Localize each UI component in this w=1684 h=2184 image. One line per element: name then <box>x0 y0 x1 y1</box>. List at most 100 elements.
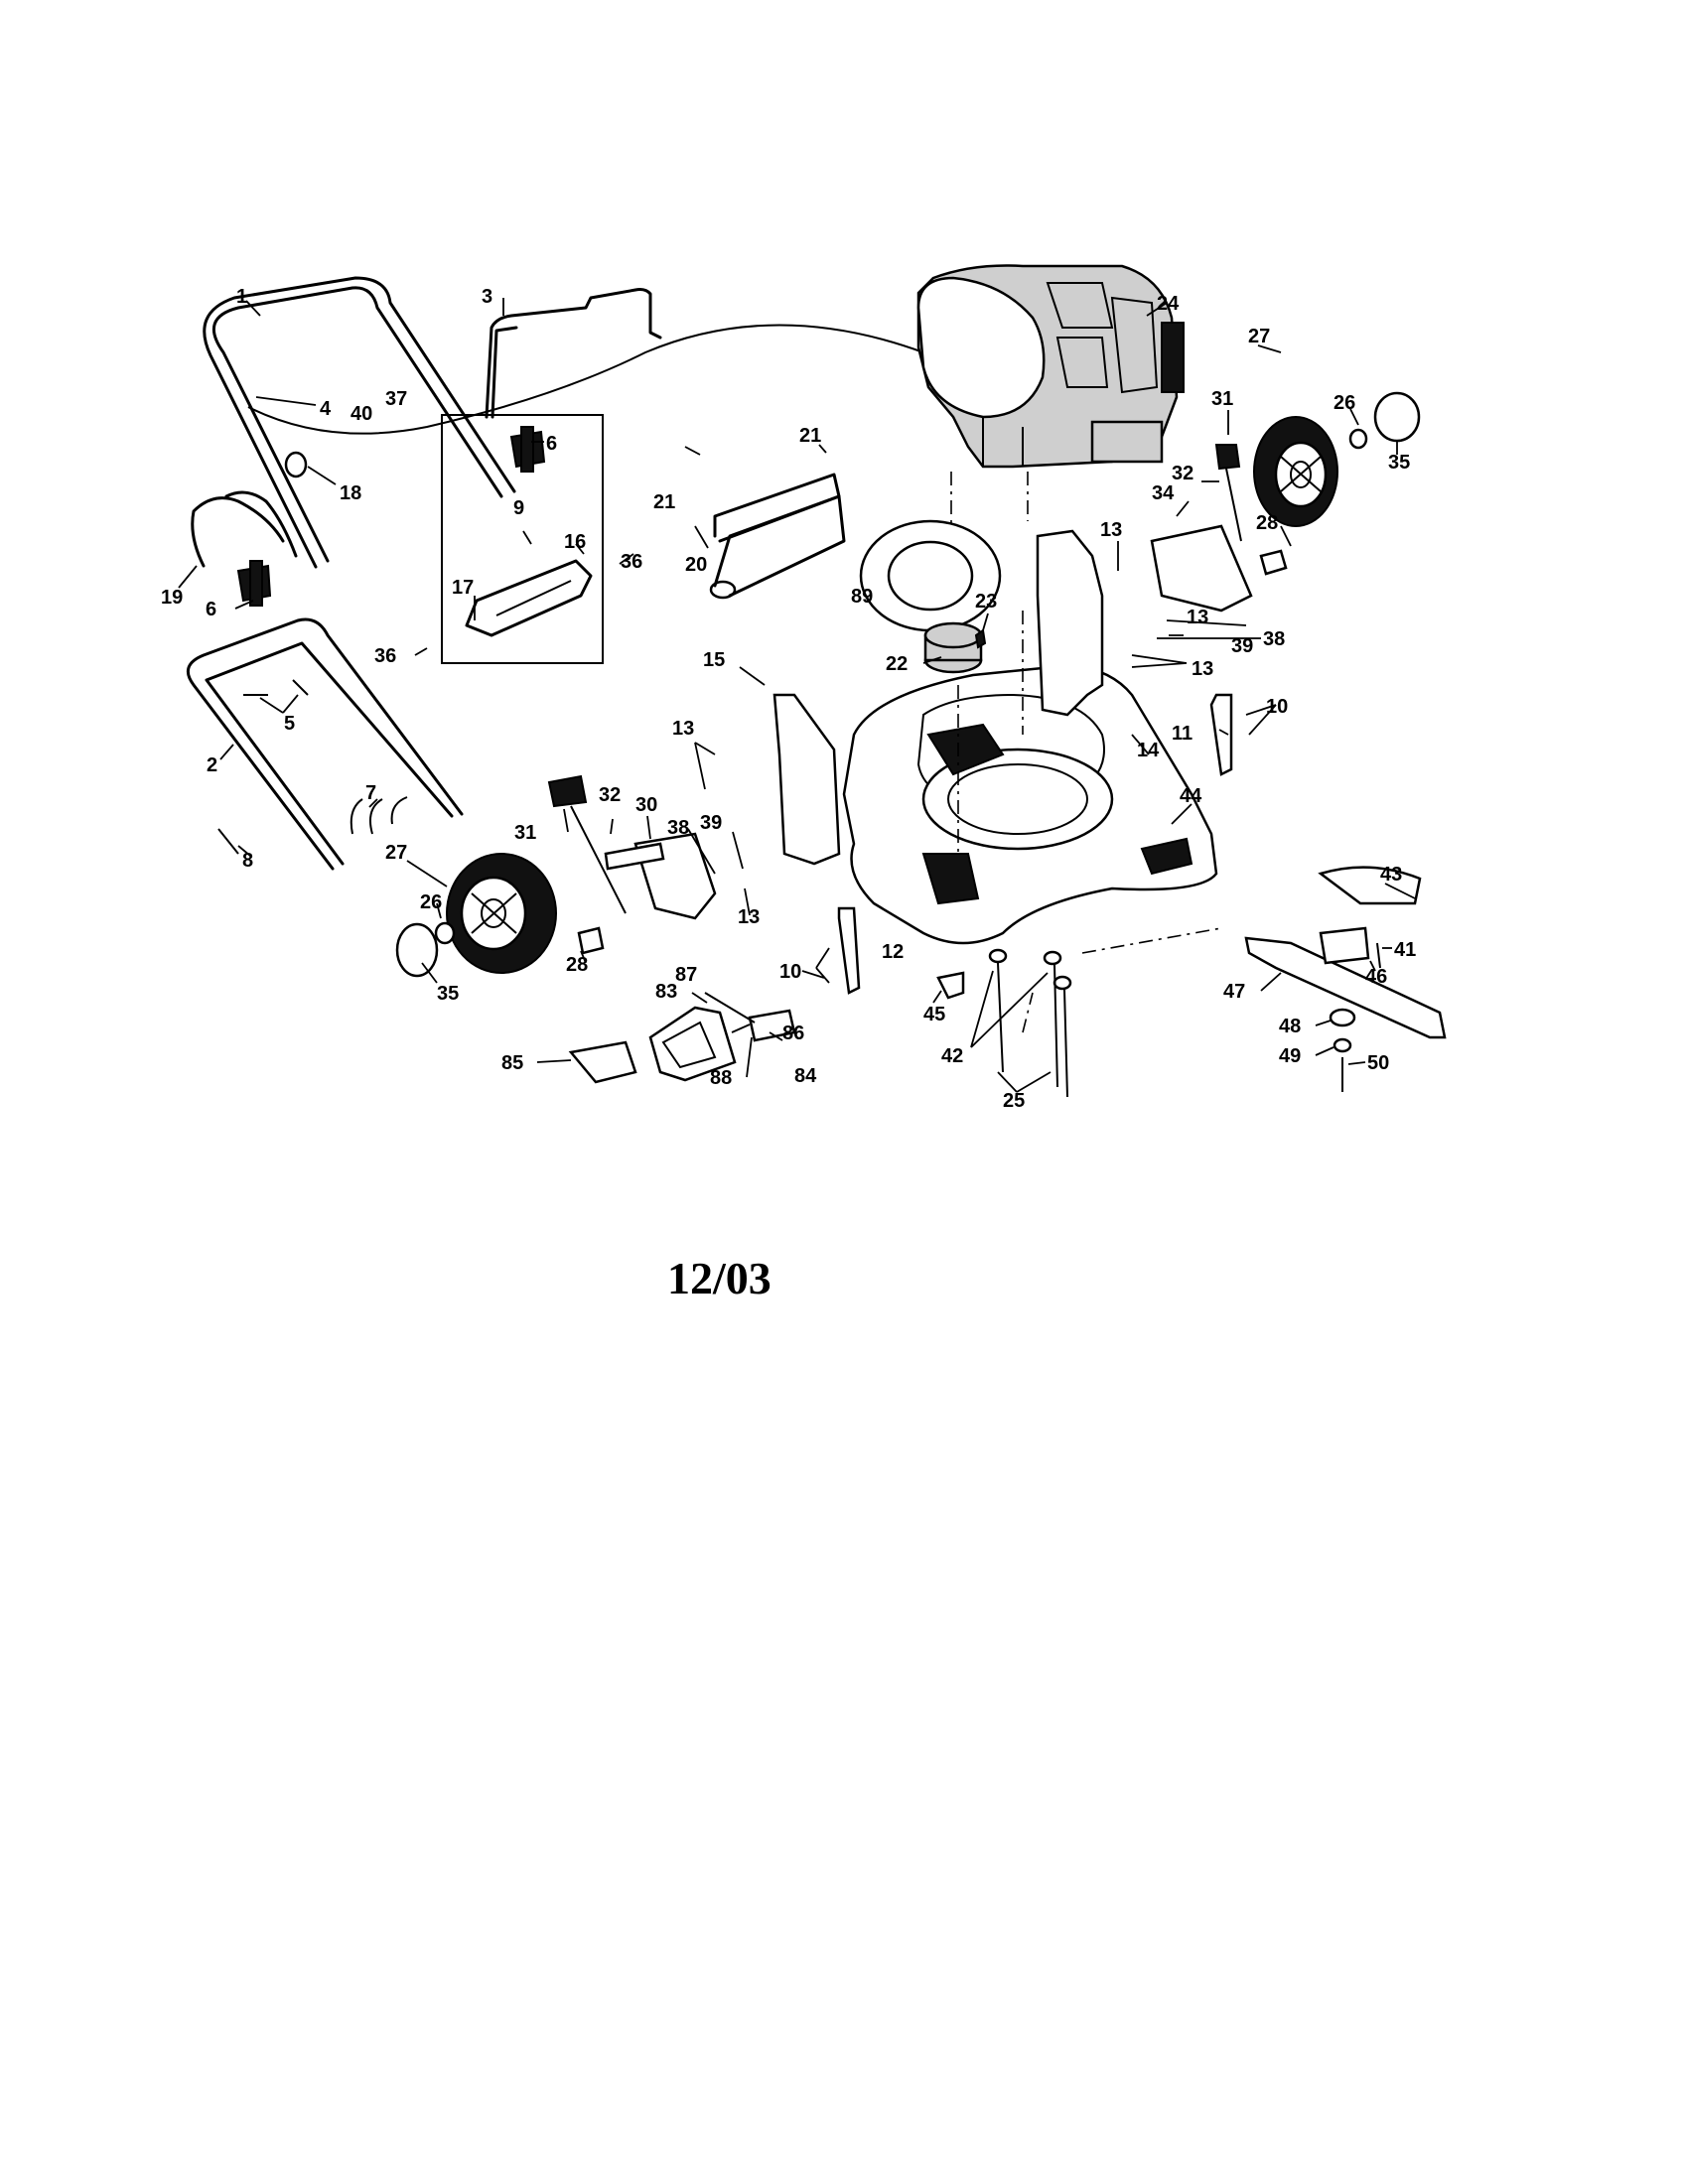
callout-19: 19 <box>161 587 183 609</box>
callout-21: 21 <box>653 491 675 513</box>
callout-43: 43 <box>1380 864 1402 886</box>
callout-86: 86 <box>782 1023 804 1044</box>
callout-12: 12 <box>882 941 904 963</box>
callout-20: 20 <box>685 554 707 576</box>
wheel-front-left <box>446 853 557 974</box>
callout-88: 88 <box>710 1067 732 1089</box>
callout-4: 4 <box>320 398 332 420</box>
callout-24: 24 <box>1157 293 1180 315</box>
callout-87: 87 <box>675 964 697 986</box>
callout-27: 27 <box>385 842 407 864</box>
callout-10: 10 <box>1266 696 1288 718</box>
callout-26: 26 <box>1333 392 1355 414</box>
callout-2: 2 <box>207 754 217 776</box>
callout-46: 46 <box>1365 966 1387 988</box>
bracket-left <box>772 693 841 866</box>
callout-32: 32 <box>599 784 621 806</box>
callout-5: 5 <box>284 713 295 735</box>
callout-7: 7 <box>365 782 376 804</box>
height-adjuster-right <box>1150 524 1253 613</box>
callout-13: 13 <box>672 718 694 740</box>
callout-22: 22 <box>886 653 908 675</box>
callout-9: 9 <box>513 497 524 519</box>
callout-16: 16 <box>564 531 586 553</box>
callout-13: 13 <box>1187 607 1208 628</box>
callout-8: 8 <box>242 850 253 872</box>
callout-49: 49 <box>1279 1045 1301 1067</box>
wheel-nut-right <box>1348 428 1368 450</box>
callout-28: 28 <box>566 954 588 976</box>
callout-83: 83 <box>655 981 677 1003</box>
callout-13: 13 <box>1100 519 1122 541</box>
callout-35: 35 <box>1388 452 1410 474</box>
callout-35: 35 <box>437 983 459 1005</box>
bag-hanger <box>191 490 298 568</box>
callout-44: 44 <box>1180 785 1202 807</box>
callout-13: 13 <box>1192 658 1213 680</box>
callout-13: 13 <box>738 906 760 928</box>
callout-14: 14 <box>1137 740 1160 761</box>
leader-lines <box>178 298 1416 1093</box>
callout-21: 21 <box>799 425 821 447</box>
bracket-right <box>1036 529 1104 717</box>
blade-adapter <box>923 621 987 674</box>
callout-48: 48 <box>1279 1016 1301 1037</box>
callout-31: 31 <box>514 822 536 844</box>
callout-36: 36 <box>621 551 642 573</box>
control-bail <box>485 288 662 419</box>
callout-15: 15 <box>703 649 725 671</box>
callout-11: 11 <box>1172 723 1193 745</box>
lower-handle <box>186 617 464 871</box>
blade-adapter-lower <box>1319 926 1370 965</box>
callout-10: 10 <box>779 961 801 983</box>
callout-47: 47 <box>1223 981 1245 1003</box>
callout-6: 6 <box>546 433 557 455</box>
date-label: 12/03 <box>667 1253 772 1303</box>
height-lever-right <box>1209 693 1233 776</box>
callout-45: 45 <box>923 1004 945 1025</box>
handle-knob-lower <box>236 560 272 607</box>
front-shield <box>648 1006 737 1082</box>
callout-38: 38 <box>667 817 689 839</box>
engine <box>916 264 1185 469</box>
wheel-rear-right <box>1253 416 1338 527</box>
wheel-nut-left <box>434 921 456 945</box>
gasket <box>859 519 1002 632</box>
shield-bracket <box>748 1009 796 1042</box>
wheel-cap-left <box>395 922 439 978</box>
inset-frame <box>441 414 604 664</box>
mower-deck <box>842 663 1218 945</box>
callout-30: 30 <box>635 794 657 816</box>
wheel-cap-right <box>1373 391 1421 443</box>
callout-25: 25 <box>1003 1090 1025 1112</box>
callout-42: 42 <box>941 1045 963 1067</box>
callout-1: 1 <box>236 286 247 308</box>
diagram-artwork <box>186 264 1447 1098</box>
callout-23: 23 <box>975 591 997 613</box>
callout-41: 41 <box>1394 939 1416 961</box>
callout-6: 6 <box>206 599 216 620</box>
callout-34: 34 <box>1152 482 1175 504</box>
engine-cable <box>247 324 924 435</box>
mower-blade <box>1244 936 1447 1039</box>
callout-37: 37 <box>385 388 407 410</box>
callout-32: 32 <box>1172 463 1193 484</box>
callout-18: 18 <box>340 482 361 504</box>
deflector <box>709 473 846 600</box>
callout-31: 31 <box>1211 388 1233 410</box>
shield-cover <box>568 1040 637 1084</box>
callout-28: 28 <box>1256 512 1278 534</box>
callout-85: 85 <box>501 1052 523 1074</box>
callout-36: 36 <box>374 645 396 667</box>
handle-knob-upper <box>509 426 546 473</box>
callout-3: 3 <box>482 286 492 308</box>
callout-89: 89 <box>851 586 873 608</box>
callout-39: 39 <box>700 812 722 834</box>
callout-38: 38 <box>1263 628 1285 650</box>
callout-17: 17 <box>452 577 474 599</box>
callout-26: 26 <box>420 891 442 913</box>
callout-50: 50 <box>1367 1052 1389 1074</box>
callout-39: 39 <box>1231 635 1253 657</box>
height-lever-left <box>837 906 861 995</box>
